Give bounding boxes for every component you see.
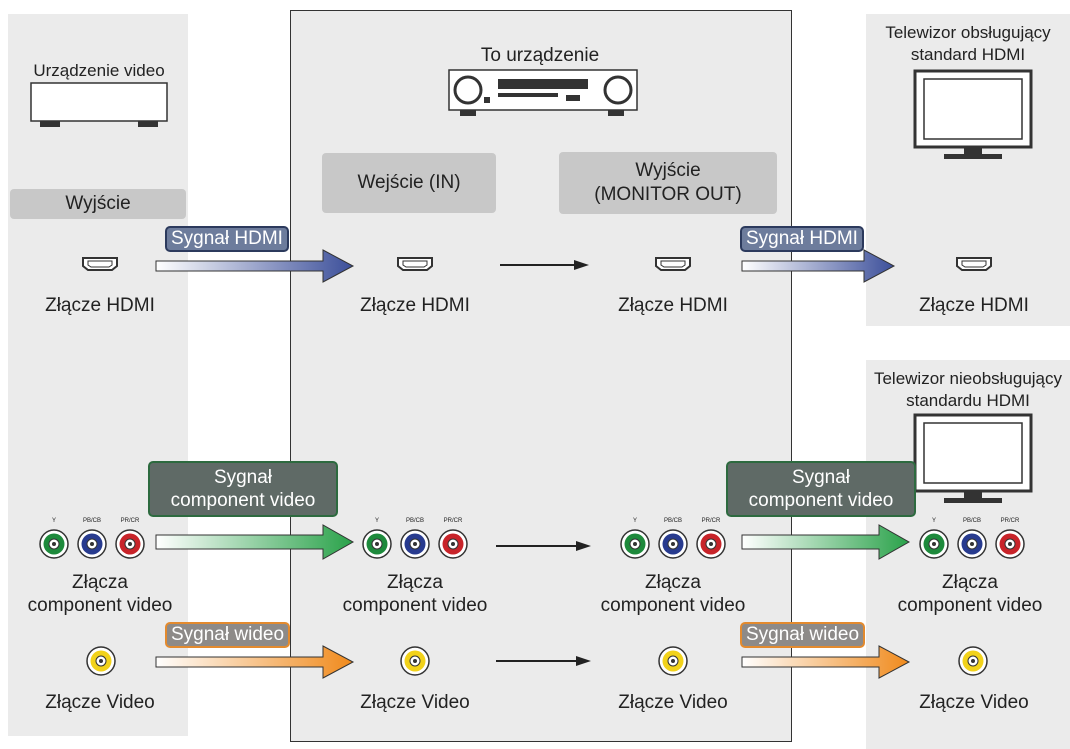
component-jacks-icon: Y PB/CB PR/CR [620, 518, 726, 559]
video-connector-label: Złącze Video [360, 692, 470, 713]
tv-nonhdmi-label-line2: standardu HDMI [906, 391, 1030, 410]
video-connector-label: Złącze Video [618, 692, 728, 713]
video-signal-arrow [741, 645, 911, 679]
hdmi-signal-arrow [155, 249, 355, 283]
jack-label-pb: PB/CB [664, 518, 682, 524]
component-signal-line1: Sygnał [213, 467, 273, 488]
center-device-label: To urządzenie [480, 45, 600, 66]
component-jacks-icon: Y PB/CB PR/CR [362, 518, 468, 559]
internal-link-arrow [500, 260, 589, 270]
tv-hdmi-icon [913, 69, 1033, 159]
jack-label-y: Y [932, 518, 936, 524]
internal-link-arrow [496, 541, 591, 551]
video-connector-label: Złącze Video [45, 692, 155, 713]
component-connector-label-1: Złącza [72, 572, 128, 593]
center-output-label-2: (MONITOR OUT) [594, 184, 742, 205]
video-signal-arrow [155, 645, 355, 679]
hdmi-signal-tag: Sygnał HDMI [165, 226, 289, 252]
tv-hdmi-label-line1: Telewizor obsługujący [885, 23, 1051, 42]
center-panel [290, 10, 792, 742]
component-connector-label-2: component video [897, 595, 1043, 616]
hdmi-port-icon [82, 257, 118, 271]
jack-label-pb: PB/CB [963, 518, 981, 524]
hdmi-port-icon [956, 257, 992, 271]
hdmi-port-icon [655, 257, 691, 271]
video-jack-icon [958, 646, 988, 676]
jack-label-y: Y [52, 518, 56, 524]
tv-nonhdmi-label-line1: Telewizor nieobsługujący [873, 369, 1063, 388]
component-connector-label-2: component video [27, 595, 173, 616]
component-signal-tag: Sygnał component video [148, 461, 338, 517]
component-signal-arrow [155, 524, 355, 560]
hdmi-signal-arrow [741, 249, 896, 283]
receiver-icon [448, 69, 638, 116]
video-signal-tag: Sygnał wideo [165, 622, 291, 648]
component-signal-arrow [741, 524, 911, 560]
jack-label-y: Y [375, 518, 379, 524]
hdmi-connector-label: Złącze HDMI [618, 295, 728, 316]
tv-hdmi-panel [866, 14, 1070, 326]
source-device-label: Urządzenie video [33, 61, 165, 80]
center-input-label: Wejście (IN) [357, 172, 461, 193]
tv-hdmi-label-line2: standard HDMI [910, 45, 1026, 64]
jack-label-pb: PB/CB [83, 518, 101, 524]
jack-label-pr: PR/CR [702, 518, 721, 524]
component-connector-label-2: component video [342, 595, 488, 616]
hdmi-connector-label: Złącze HDMI [360, 295, 470, 316]
hdmi-connector-label: Złącze HDMI [45, 295, 155, 316]
jack-label-pr: PR/CR [1001, 518, 1020, 524]
video-connector-label: Złącze Video [919, 692, 1029, 713]
component-signal-line1: Sygnał [791, 467, 851, 488]
center-input-pill: Wejście (IN) [322, 153, 496, 213]
source-output-pill: Wyjście [10, 189, 186, 219]
video-jack-icon [658, 646, 688, 676]
component-connector-label-2: component video [600, 595, 746, 616]
video-signal-tag: Sygnał wideo [740, 622, 866, 648]
tv-nonhdmi-icon [913, 413, 1033, 503]
jack-label-pb: PB/CB [406, 518, 424, 524]
center-output-label-1: Wyjście [635, 160, 701, 181]
component-jacks-icon: Y PB/CB PR/CR [39, 518, 145, 559]
center-output-pill: Wyjście (MONITOR OUT) [559, 152, 777, 214]
hdmi-port-icon [397, 257, 433, 271]
component-signal-tag: Sygnał component video [726, 461, 916, 517]
jack-label-pr: PR/CR [121, 518, 140, 524]
hdmi-signal-tag: Sygnał HDMI [740, 226, 864, 252]
jack-label-pr: PR/CR [444, 518, 463, 524]
video-jack-icon [400, 646, 430, 676]
component-signal-line2: component video [748, 490, 894, 511]
component-connector-label-1: Złącza [942, 572, 998, 593]
jack-label-y: Y [633, 518, 637, 524]
internal-link-arrow [496, 656, 591, 666]
component-signal-line2: component video [170, 490, 316, 511]
video-jack-icon [86, 646, 116, 676]
component-connector-label-1: Złącza [387, 572, 443, 593]
component-jacks-icon: Y PB/CB PR/CR [919, 518, 1025, 559]
component-connector-label-1: Złącza [645, 572, 701, 593]
source-panel [8, 14, 188, 736]
hdmi-connector-label: Złącze HDMI [919, 295, 1029, 316]
video-device-icon [30, 82, 168, 127]
